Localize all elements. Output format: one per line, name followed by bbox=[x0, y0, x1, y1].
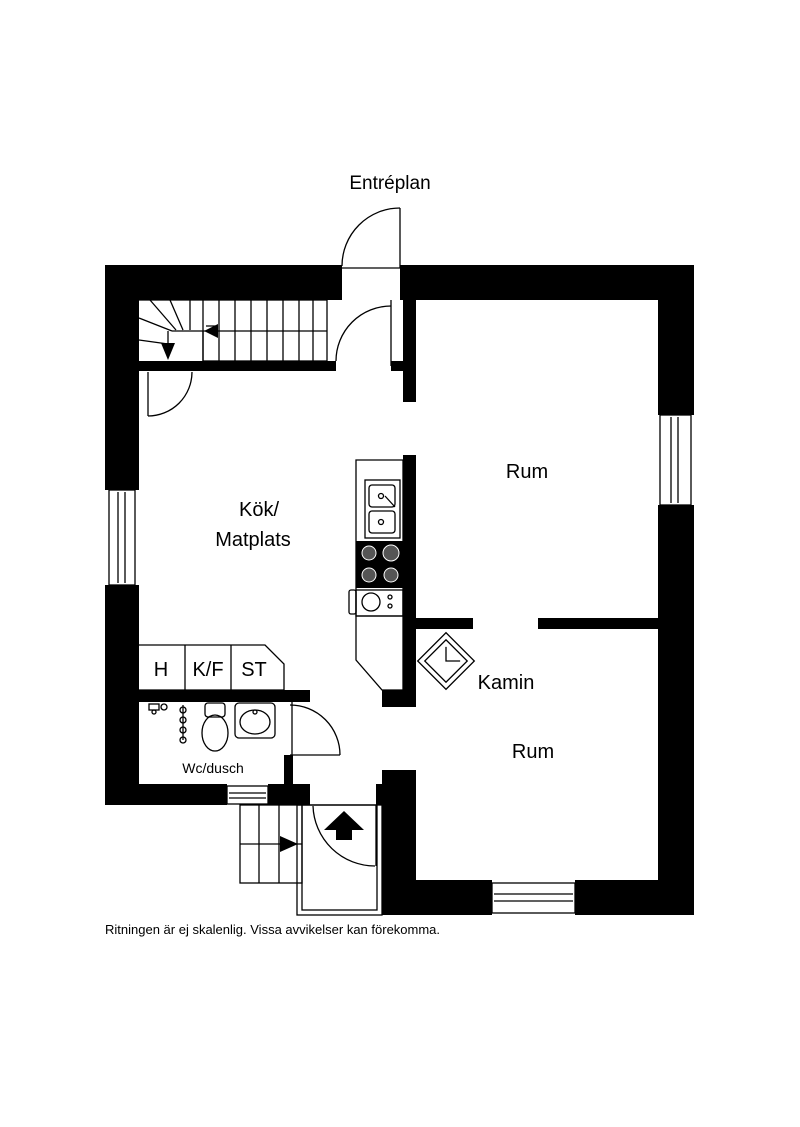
kitchen-counter bbox=[348, 459, 404, 691]
entrance-arrow-icon bbox=[324, 811, 364, 840]
washbasin-icon bbox=[234, 702, 276, 739]
room-lower-label: Rum bbox=[512, 741, 554, 763]
fireplace-label: Kamin bbox=[478, 672, 535, 694]
closet-st-label: ST bbox=[241, 659, 267, 681]
closet-kf-label: K/F bbox=[192, 659, 223, 681]
outer-walls bbox=[105, 265, 694, 915]
stove-icon bbox=[356, 541, 403, 588]
window-icon bbox=[108, 414, 692, 914]
sink-icon bbox=[364, 479, 401, 539]
kitchen-label-line1: Kök/ bbox=[239, 499, 279, 521]
stairs-icon bbox=[138, 299, 328, 362]
level-title: Entréplan bbox=[349, 173, 430, 194]
toilet-icon bbox=[201, 702, 229, 752]
bathroom-fixtures: Wc/dusch bbox=[148, 702, 276, 776]
kitchen-label-line2: Matplats bbox=[215, 529, 291, 551]
entrance bbox=[239, 804, 383, 916]
door-swing-icon bbox=[147, 207, 401, 756]
room-upper-label: Rum bbox=[506, 461, 548, 483]
bathroom-label: Wc/dusch bbox=[182, 760, 243, 776]
fireplace-icon bbox=[416, 631, 476, 691]
closet-h-label: H bbox=[154, 659, 168, 681]
interior-walls bbox=[139, 300, 658, 785]
shower-icon bbox=[148, 703, 187, 744]
closets: H K/F ST bbox=[139, 644, 285, 691]
disclaimer: Ritningen är ej skalenlig. Vissa avvikel… bbox=[105, 922, 440, 937]
